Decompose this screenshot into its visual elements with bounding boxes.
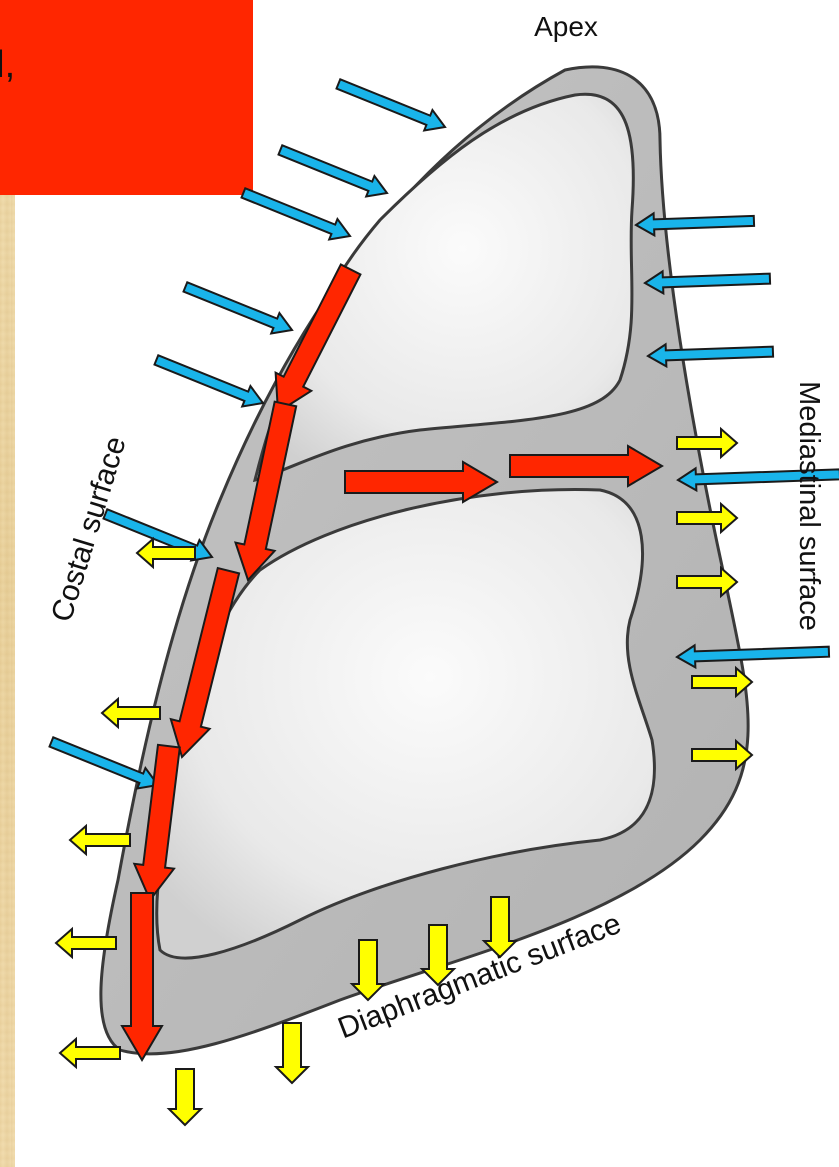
apex-label: Apex: [534, 11, 598, 42]
yellow-arrow-down-1: [169, 1069, 201, 1125]
blue-arrow-3: [239, 183, 354, 246]
blue-arrow-2: [276, 140, 391, 203]
yellow-arrow-down-2: [276, 1023, 308, 1083]
blue-arrow-5: [152, 350, 267, 413]
costal-surface-label: Costal surface: [45, 433, 133, 626]
yellow-arrow-left-3: [70, 826, 130, 854]
blue-arrow-9: [645, 268, 771, 294]
blue-arrow-1: [334, 74, 449, 137]
blue-arrow-4: [181, 277, 296, 340]
mediastinal-surface-label: Mediastinal surface: [793, 381, 825, 631]
blue-arrow-10: [648, 341, 774, 367]
blue-arrow-8: [636, 210, 755, 236]
